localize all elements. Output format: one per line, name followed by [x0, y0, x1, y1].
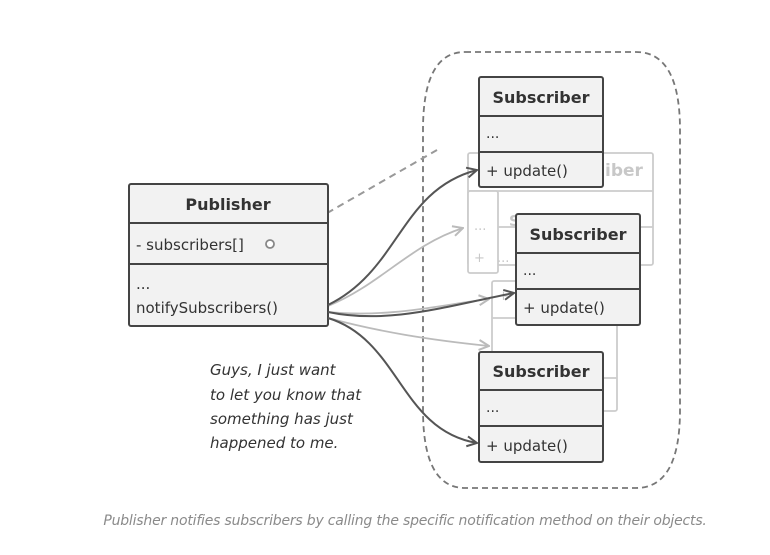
ghost-plus: +: [474, 251, 485, 266]
publisher-method: notifySubscribers(): [136, 299, 278, 317]
note-line-2: to let you know that: [210, 386, 362, 404]
figure-caption: Publisher notifies subscribers by callin…: [103, 513, 707, 529]
subscriber-1-title: Subscriber: [493, 88, 590, 107]
subscriber-1-ellipsis: ...: [486, 126, 499, 142]
subscriber-1-method: + update(): [486, 162, 568, 180]
subscriber-box-1: [478, 76, 604, 188]
ghost-ellipsis: ...: [474, 219, 486, 234]
subscriber-3-method: + update(): [486, 437, 568, 455]
notify-arrows: [327, 170, 514, 443]
subscribers-boundary: [422, 51, 681, 489]
subscriber-2-title: Subscriber: [530, 225, 627, 244]
subscriber-3-title: Subscriber: [493, 362, 590, 381]
arrow-to-subscriber-1: [327, 170, 477, 306]
subscriber-2-ellipsis: ...: [523, 263, 536, 279]
note-line-1: Guys, I just want: [210, 361, 337, 379]
note-line-3: something has just: [210, 410, 354, 428]
note-line-4: happened to me.: [210, 434, 338, 452]
ghost-ellipsis-2: ...: [497, 251, 509, 266]
note: Guys, I just want to let you know that s…: [210, 361, 362, 452]
publisher-ellipsis: ...: [136, 275, 150, 293]
publisher-box: [128, 183, 329, 327]
publisher-title: Publisher: [185, 195, 270, 214]
subscriber-3-ellipsis: ...: [486, 400, 499, 416]
subscriber-box-2: [515, 213, 641, 326]
ghost-title-fragment: iber: [605, 161, 644, 181]
ghost-s-fragment: S: [509, 212, 520, 230]
aggregation-circle-icon: [265, 239, 275, 249]
arrow-to-subscriber-3: [327, 317, 477, 443]
subscriber-2-method: + update(): [523, 299, 605, 317]
arrow-to-subscriber-2: [327, 293, 514, 318]
subscriber-box-3: [478, 351, 604, 463]
publisher-field: - subscribers[]: [136, 236, 244, 254]
